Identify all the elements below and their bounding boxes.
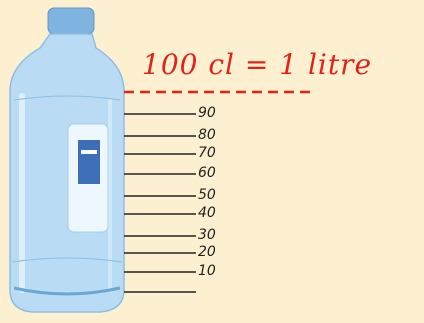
scale-label-60: 60 (198, 165, 216, 181)
title: 100 cl = 1 litre (142, 48, 373, 81)
bottle-body (9, 33, 125, 313)
scale-label-90: 90 (198, 105, 216, 121)
scale-label-80: 80 (198, 127, 216, 143)
scale-label-30: 30 (198, 227, 216, 243)
bottle-rib (13, 95, 121, 101)
scale-label-20: 20 (198, 244, 216, 260)
scale-lines (124, 113, 196, 293)
bottle-rib (11, 257, 123, 263)
scale-label-50: 50 (198, 187, 216, 203)
scale-label-10: 10 (198, 263, 216, 279)
bottle-base (13, 286, 121, 296)
bottle-cap (47, 7, 95, 35)
scale-label-40: 40 (198, 205, 216, 221)
scale-label-70: 70 (198, 145, 216, 161)
bottle-label-logo (81, 150, 97, 154)
bottle-label-logo (78, 140, 100, 184)
